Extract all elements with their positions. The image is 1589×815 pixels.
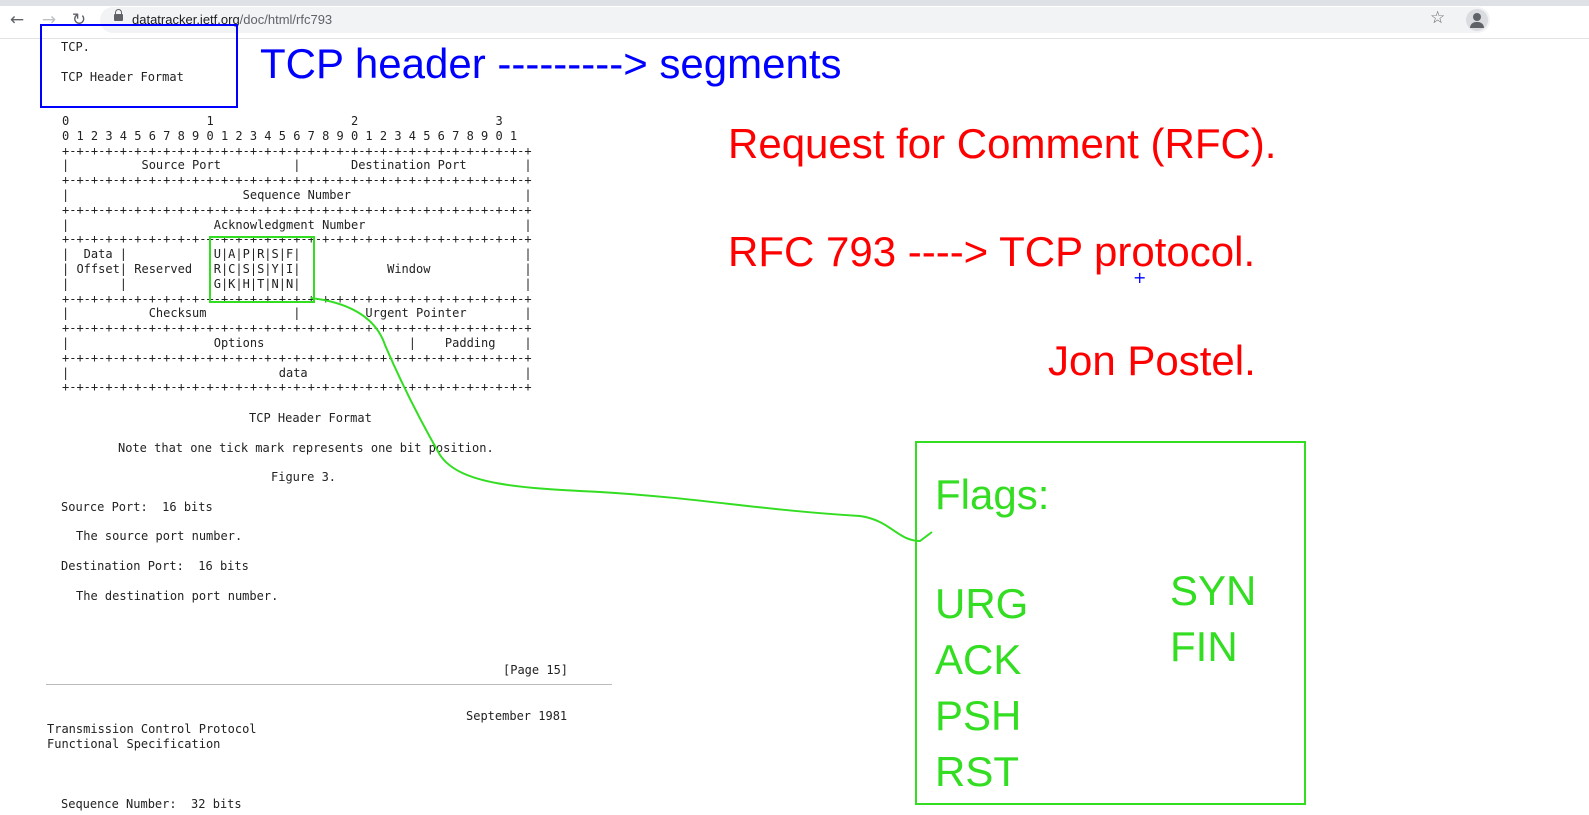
annotation-rfc793: RFC 793 ----> TCP protocol. xyxy=(728,228,1256,275)
address-bar[interactable]: datatracker.ietf.org/doc/html/rfc793 xyxy=(100,7,1490,33)
source-port-title: Source Port: 16 bits xyxy=(61,500,213,514)
annotation-heading: TCP header ---------> segments xyxy=(260,40,842,87)
profile-avatar-icon[interactable] xyxy=(1466,9,1488,31)
page-divider xyxy=(46,684,612,685)
url-path: /doc/html/rfc793 xyxy=(239,12,333,27)
dest-port-desc: The destination port number. xyxy=(76,589,279,603)
flag-ack: ACK xyxy=(935,636,1022,683)
flags-highlight-box xyxy=(209,236,315,303)
figure-caption: TCP Header Format xyxy=(249,411,372,425)
dest-port-title: Destination Port: 16 bits xyxy=(61,559,249,573)
bookmark-star-icon[interactable]: ☆ xyxy=(1430,8,1446,28)
crosshair-cursor-icon: + xyxy=(1133,268,1147,287)
doc-footer-title: Transmission Control Protocol xyxy=(47,722,257,736)
flag-syn: SYN xyxy=(1170,567,1257,614)
sequence-number-title: Sequence Number: 32 bits xyxy=(61,797,242,811)
flags-panel: Flags: URG ACK PSH RST SYN FIN xyxy=(915,441,1306,805)
figure-note: Note that one tick mark represents one b… xyxy=(118,441,494,455)
flags-left-list: URG ACK PSH RST xyxy=(935,576,1028,800)
section-heading-text: TCP. TCP Header Format xyxy=(61,40,184,84)
flag-urg: URG xyxy=(935,580,1029,627)
browser-toolbar: ← → ↻ datatracker.ietf.org/doc/html/rfc7… xyxy=(0,0,1589,39)
doc-date: September 1981 xyxy=(466,709,568,723)
url-host: datatracker.ietf.org xyxy=(132,12,240,27)
annotation-rfc: Request for Comment (RFC). xyxy=(728,120,1277,167)
page-number: [Page 15] xyxy=(503,663,569,677)
blue-highlight-box xyxy=(40,24,238,108)
annotation-author: Jon Postel. xyxy=(1048,337,1256,384)
lock-icon xyxy=(114,9,123,21)
tab-strip xyxy=(0,0,1589,6)
flag-fin: FIN xyxy=(1170,623,1238,670)
source-port-desc: The source port number. xyxy=(76,529,243,543)
url-text[interactable]: datatracker.ietf.org/doc/html/rfc793 xyxy=(132,12,332,27)
flags-title: Flags: xyxy=(935,471,1050,518)
flags-right-list: SYN FIN xyxy=(1170,563,1256,675)
figure-label: Figure 3. xyxy=(271,470,337,484)
flag-psh: PSH xyxy=(935,692,1022,739)
tcp-header-diagram: 0 1 2 3 0 1 2 3 4 5 6 7 8 9 0 1 2 3 4 5 … xyxy=(62,114,532,395)
doc-footer-subtitle: Functional Specification xyxy=(47,737,221,751)
flag-rst: RST xyxy=(935,748,1019,795)
back-arrow-icon[interactable]: ← xyxy=(9,10,25,30)
